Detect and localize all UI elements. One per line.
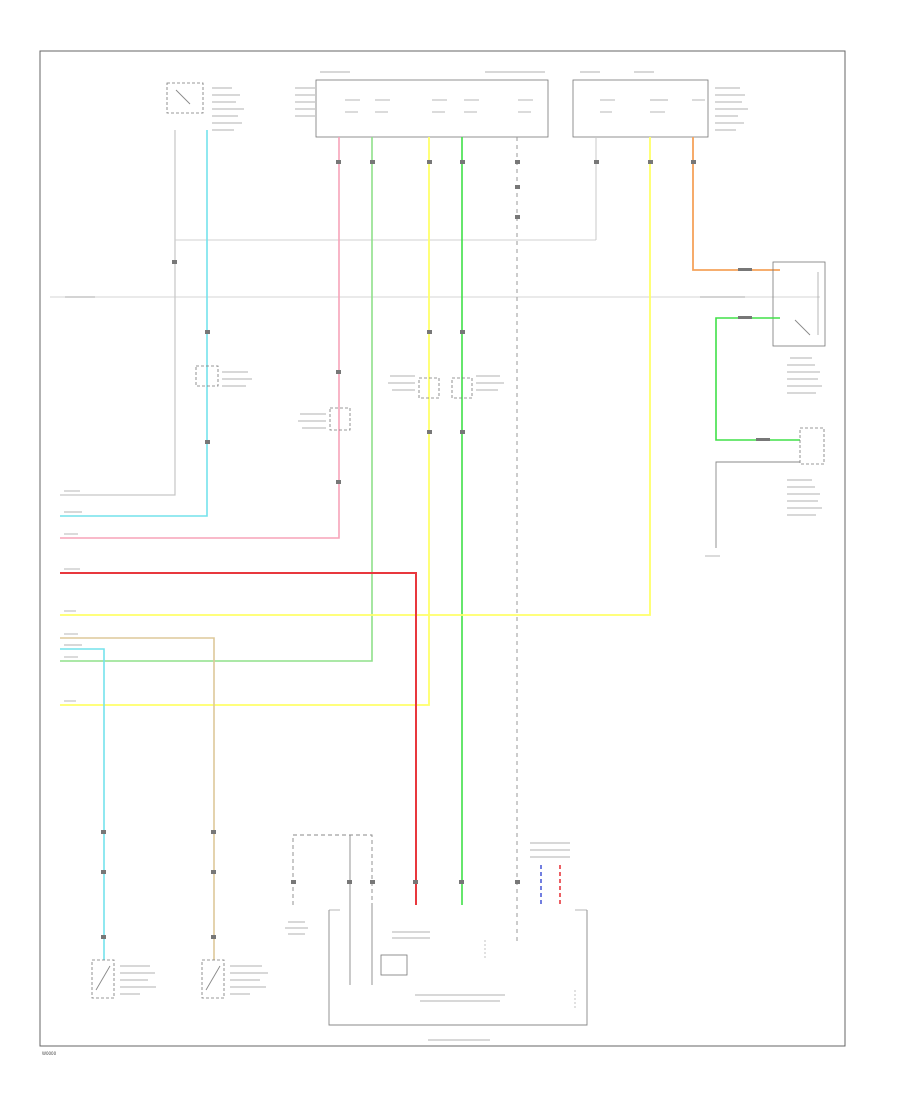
- sensor-bottom-left-labels: [120, 965, 156, 995]
- sensor-bottom-left: [91, 959, 115, 999]
- outer-frame: [39, 50, 846, 1047]
- switch-box-top-left: [166, 82, 204, 114]
- relay-pink: [329, 407, 351, 431]
- wire-orange: [692, 137, 780, 271]
- sensor-right-label-lines: [787, 479, 822, 516]
- wire-tan: [60, 637, 215, 960]
- sensor-bottom-middle-labels: [230, 965, 268, 995]
- switch-right-label-lines: [787, 357, 822, 394]
- sensor-bottom-middle: [201, 959, 225, 999]
- wire-yellow-right: [60, 137, 651, 616]
- switch-label-lines: [212, 87, 244, 131]
- wire-red: [60, 572, 417, 905]
- wire-gray-left: [60, 130, 176, 496]
- switch-right-contact: [794, 319, 811, 336]
- wire-cyan-lower: [60, 648, 105, 960]
- control-unit-module: [380, 954, 408, 976]
- switch-contact: [175, 89, 191, 105]
- fuse-box-right: [572, 79, 709, 138]
- page-label: W0000: [42, 1051, 57, 1056]
- relay-green: [451, 377, 473, 399]
- harness-dashed: [292, 834, 373, 905]
- sensor-bottom-middle-element: [205, 965, 221, 991]
- sensor-bottom-left-element: [95, 965, 111, 991]
- sensor-right: [799, 427, 825, 465]
- fuse-box-main-labels: [295, 71, 545, 117]
- wire-pink: [60, 137, 340, 539]
- wire-green-light: [60, 137, 373, 662]
- left-connector-ticks: [64, 490, 82, 702]
- relay-cyan: [195, 365, 219, 387]
- fuse-box-right-labels: [580, 71, 748, 131]
- relay-yellow: [418, 377, 440, 399]
- control-unit-box: [328, 910, 588, 1026]
- switch-box-right: [772, 261, 826, 347]
- connector-marks: [101, 160, 770, 939]
- wire-cyan-top: [60, 130, 208, 517]
- fuse-box-main: [315, 79, 549, 138]
- wire-yellow-main: [60, 137, 430, 706]
- wire-black-right: [715, 461, 800, 548]
- relay-labels: [222, 371, 504, 935]
